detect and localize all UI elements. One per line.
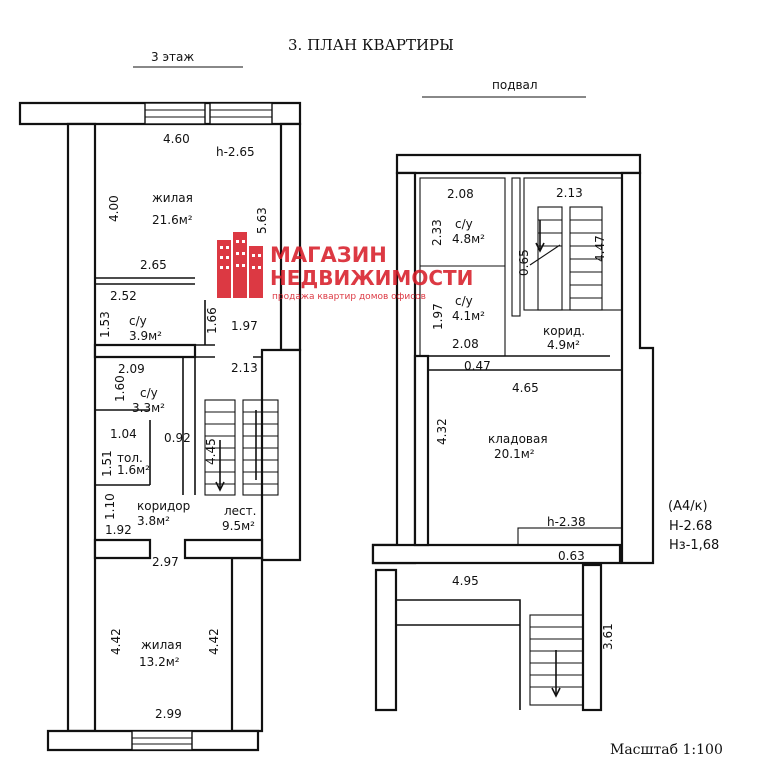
floor-3-heading: 3 этаж: [151, 50, 194, 64]
bath1-name: с/у: [129, 314, 147, 328]
bath2-width: 2.09: [118, 362, 145, 376]
storage-depth: 4.32: [435, 418, 449, 445]
width-092: 0.92: [164, 431, 191, 445]
external-staircase: [374, 563, 603, 712]
width-063: 0.63: [558, 549, 585, 563]
height-sub: Нз-1,68: [669, 538, 719, 553]
room1-width-top: 4.60: [163, 132, 190, 146]
stair-depth: 4.45: [204, 438, 218, 465]
plan-title: 3. ПЛАН КВАРТИРЫ: [288, 36, 454, 54]
bath-a-width: 2.08: [447, 187, 474, 201]
corridor-name: коридор: [137, 499, 190, 513]
watermark-line1: МАГАЗИН: [270, 243, 387, 267]
room2-width-top: 2.97: [152, 555, 179, 569]
width-047: 0.47: [464, 359, 491, 373]
hall-width: 1.97: [231, 319, 258, 333]
room1-height: h-2.65: [216, 145, 255, 159]
corridor-depth: 1.10: [103, 493, 117, 520]
storage-area: 20.1м²: [494, 447, 535, 461]
scale-label: Масштаб 1:100: [610, 742, 723, 758]
toilet-depth: 1.51: [100, 450, 114, 477]
watermark-tagline: продажа квартир домов офисов: [272, 292, 426, 302]
bath1-width: 2.52: [110, 289, 137, 303]
base-stair-depth: 4.47: [593, 235, 607, 262]
basement-labels: 2.08 2.33 с/у 4.8м² 2.13 0.65 4.47 с/у 4…: [430, 186, 615, 650]
toilet-area: 1.6м²: [117, 463, 150, 477]
base-stair-small: 0.65: [517, 249, 531, 276]
landing-name: лест.: [224, 504, 256, 518]
bath1-depth-mid: 1.66: [205, 307, 219, 334]
room1-depth-right: 5.63: [255, 207, 269, 234]
stair-width: 2.13: [231, 361, 258, 375]
basement-heading: подвал: [492, 78, 538, 92]
storage-name: кладовая: [488, 432, 548, 446]
bath2-area: 3.3м²: [132, 401, 165, 415]
floor-3-staircase: [204, 399, 279, 496]
bath1-area: 3.9м²: [129, 329, 162, 343]
basement-staircase: [529, 206, 603, 311]
bath2-name: с/у: [140, 386, 158, 400]
bath-b-area: 4.1м²: [452, 309, 485, 323]
bath-b-depth: 1.97: [431, 303, 445, 330]
storage-height: h-2.38: [547, 515, 586, 529]
base-stair-width: 2.13: [556, 186, 583, 200]
room1-depth-left: 4.00: [107, 195, 121, 222]
toilet-name: тол.: [117, 451, 143, 465]
corridor-area: 3.8м²: [137, 514, 170, 528]
room1-area: 21.6м²: [152, 213, 193, 227]
height-main: Н-2.68: [669, 519, 712, 534]
storage-width-top: 4.65: [512, 381, 539, 395]
bath-b-name: с/у: [455, 294, 473, 308]
bath2-depth: 1.60: [113, 375, 127, 402]
base-corridor-name: корид.: [543, 324, 585, 338]
bath1-depth-left: 1.53: [98, 311, 112, 338]
room2-depth-left: 4.42: [109, 628, 123, 655]
floor-3-labels: 4.60 h-2.65 жилая 21.6м² 4.00 5.63 2.65 …: [98, 132, 269, 721]
room2-area: 13.2м²: [139, 655, 180, 669]
floor-3-outline: [18, 101, 302, 752]
bath-b-width: 2.08: [452, 337, 479, 351]
room2-depth-right: 4.42: [207, 628, 221, 655]
base-corridor-area: 4.9м²: [547, 338, 580, 352]
bath-a-depth: 2.33: [430, 219, 444, 246]
watermark-line2: НЕДВИЖИМОСТИ: [270, 266, 473, 290]
building-logo-icon: [217, 232, 263, 298]
room1-width-mid: 2.65: [140, 258, 167, 272]
watermark-logo: МАГАЗИН НЕДВИЖИМОСТИ продажа квартир дом…: [217, 232, 473, 302]
storage-width-bottom: 4.95: [452, 574, 479, 588]
room1-name: жилая: [152, 191, 193, 205]
bath-a-name: с/у: [455, 217, 473, 231]
corridor-width: 1.92: [105, 523, 132, 537]
category-label: (А4/к): [668, 499, 708, 514]
room2-name: жилая: [141, 638, 182, 652]
bath-a-area: 4.8м²: [452, 232, 485, 246]
ext-stair-depth: 3.61: [601, 623, 615, 650]
landing-area: 9.5м²: [222, 519, 255, 533]
floor-3-windows: [131, 102, 273, 751]
room2-width-bottom: 2.99: [155, 707, 182, 721]
basement-outline: [371, 153, 655, 565]
toilet-width: 1.04: [110, 427, 137, 441]
